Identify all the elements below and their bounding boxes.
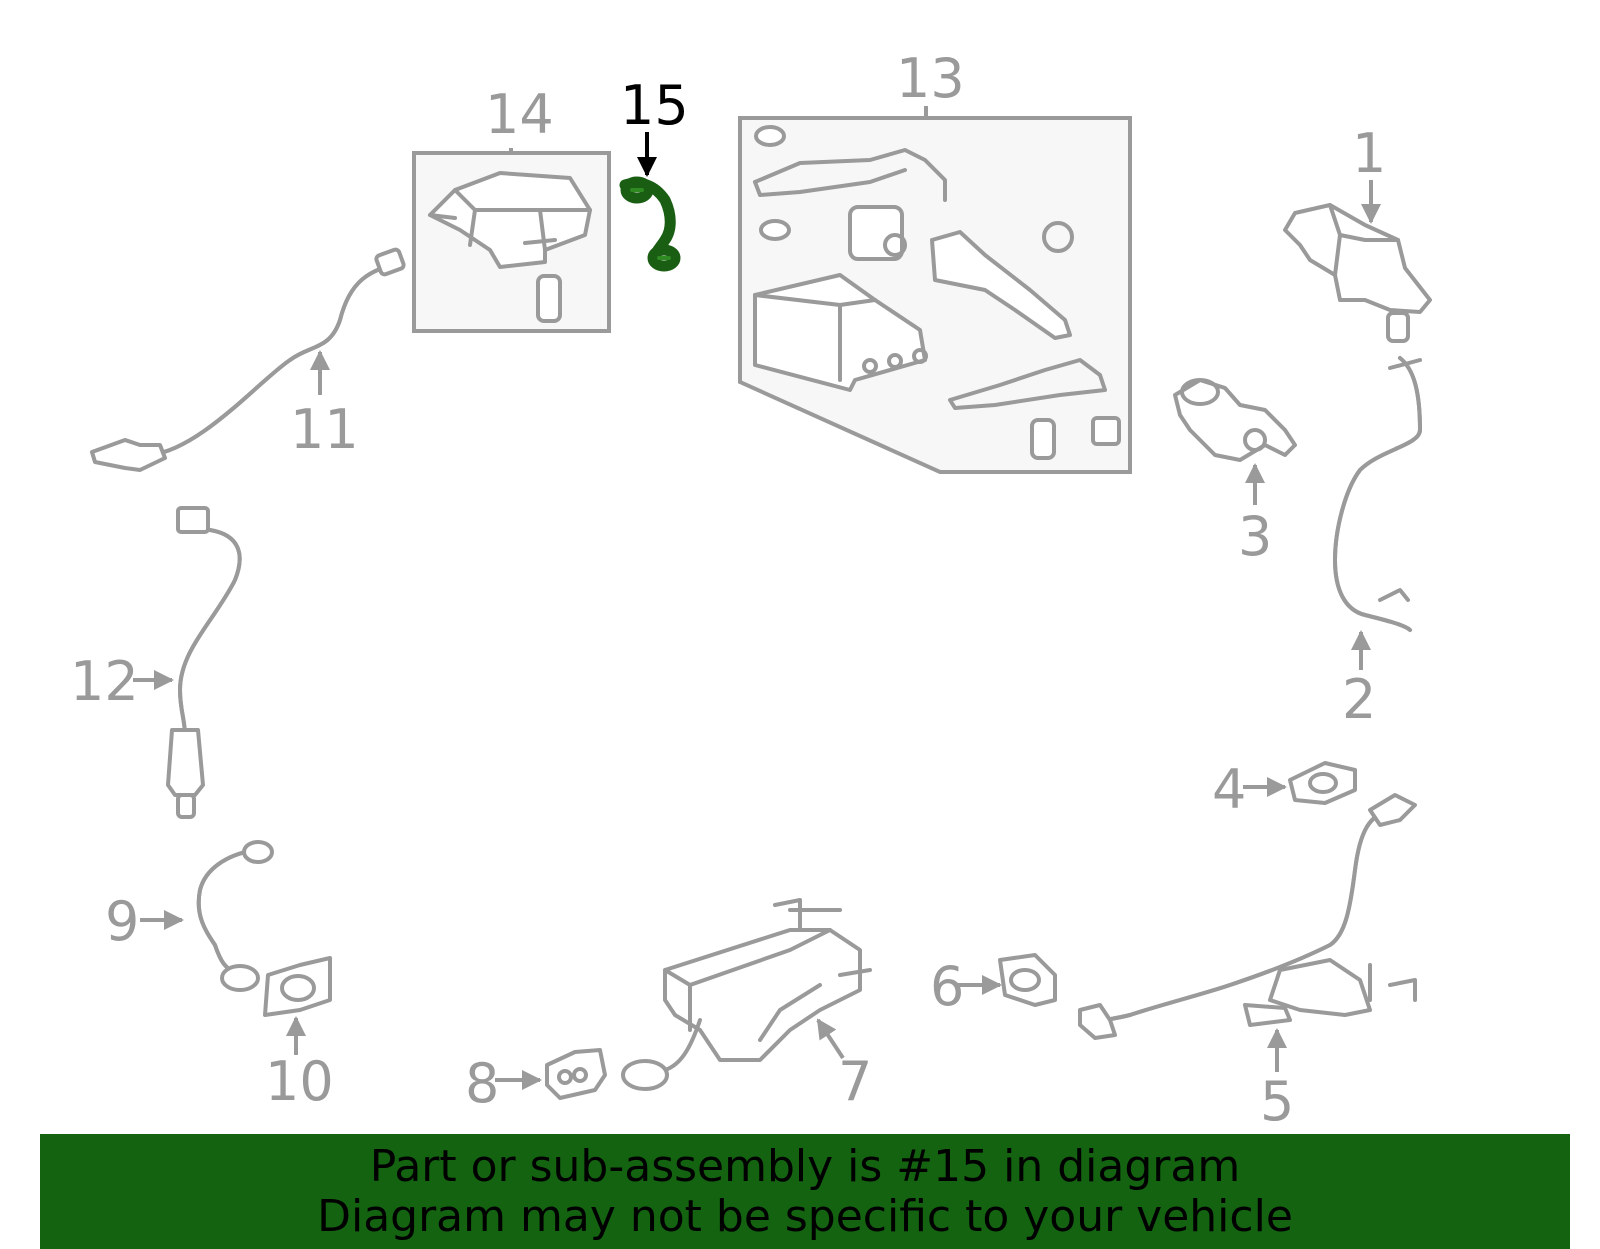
part-2-group <box>1333 356 1422 632</box>
part-3-group <box>1173 378 1297 462</box>
callout-14: 14 <box>485 83 554 146</box>
part-10-group <box>263 956 332 1017</box>
callout-8: 8 <box>465 1052 499 1115</box>
part-5-group <box>1078 793 1417 1040</box>
part-13-group <box>738 106 1132 474</box>
part-8-group <box>545 1048 607 1100</box>
callout-6: 6 <box>930 955 964 1018</box>
callout-11: 11 <box>290 398 359 461</box>
part-9-group <box>196 840 274 992</box>
part-7-group <box>621 898 872 1091</box>
part-12-group <box>166 506 242 819</box>
part-11-group <box>90 247 406 472</box>
callout-9: 9 <box>105 890 139 953</box>
part-4-group <box>1288 761 1357 805</box>
banner-line-part: Part or sub-assembly is #15 in diagram <box>369 1140 1241 1192</box>
callout-1: 1 <box>1352 122 1386 185</box>
part-6-group <box>998 953 1057 1007</box>
callout-10: 10 <box>265 1050 334 1113</box>
callout-4: 4 <box>1212 758 1246 821</box>
callout-2: 2 <box>1342 668 1376 731</box>
callout-5: 5 <box>1260 1070 1294 1133</box>
part-15-hose[interactable] <box>619 176 681 272</box>
callout-12: 12 <box>70 650 139 713</box>
part-1-group <box>1283 203 1432 343</box>
callout-7: 7 <box>838 1050 872 1113</box>
part-14-module <box>428 171 592 269</box>
info-banner: Part or sub-assembly is #15 in diagram D… <box>40 1134 1570 1249</box>
callout-15: 15 <box>620 74 689 137</box>
leader-7 <box>816 1018 845 1060</box>
callout-13: 13 <box>896 47 965 110</box>
part-14-group <box>412 148 611 333</box>
banner-line-disclaimer: Diagram may not be specific to your vehi… <box>317 1190 1293 1242</box>
callout-3: 3 <box>1238 505 1272 568</box>
